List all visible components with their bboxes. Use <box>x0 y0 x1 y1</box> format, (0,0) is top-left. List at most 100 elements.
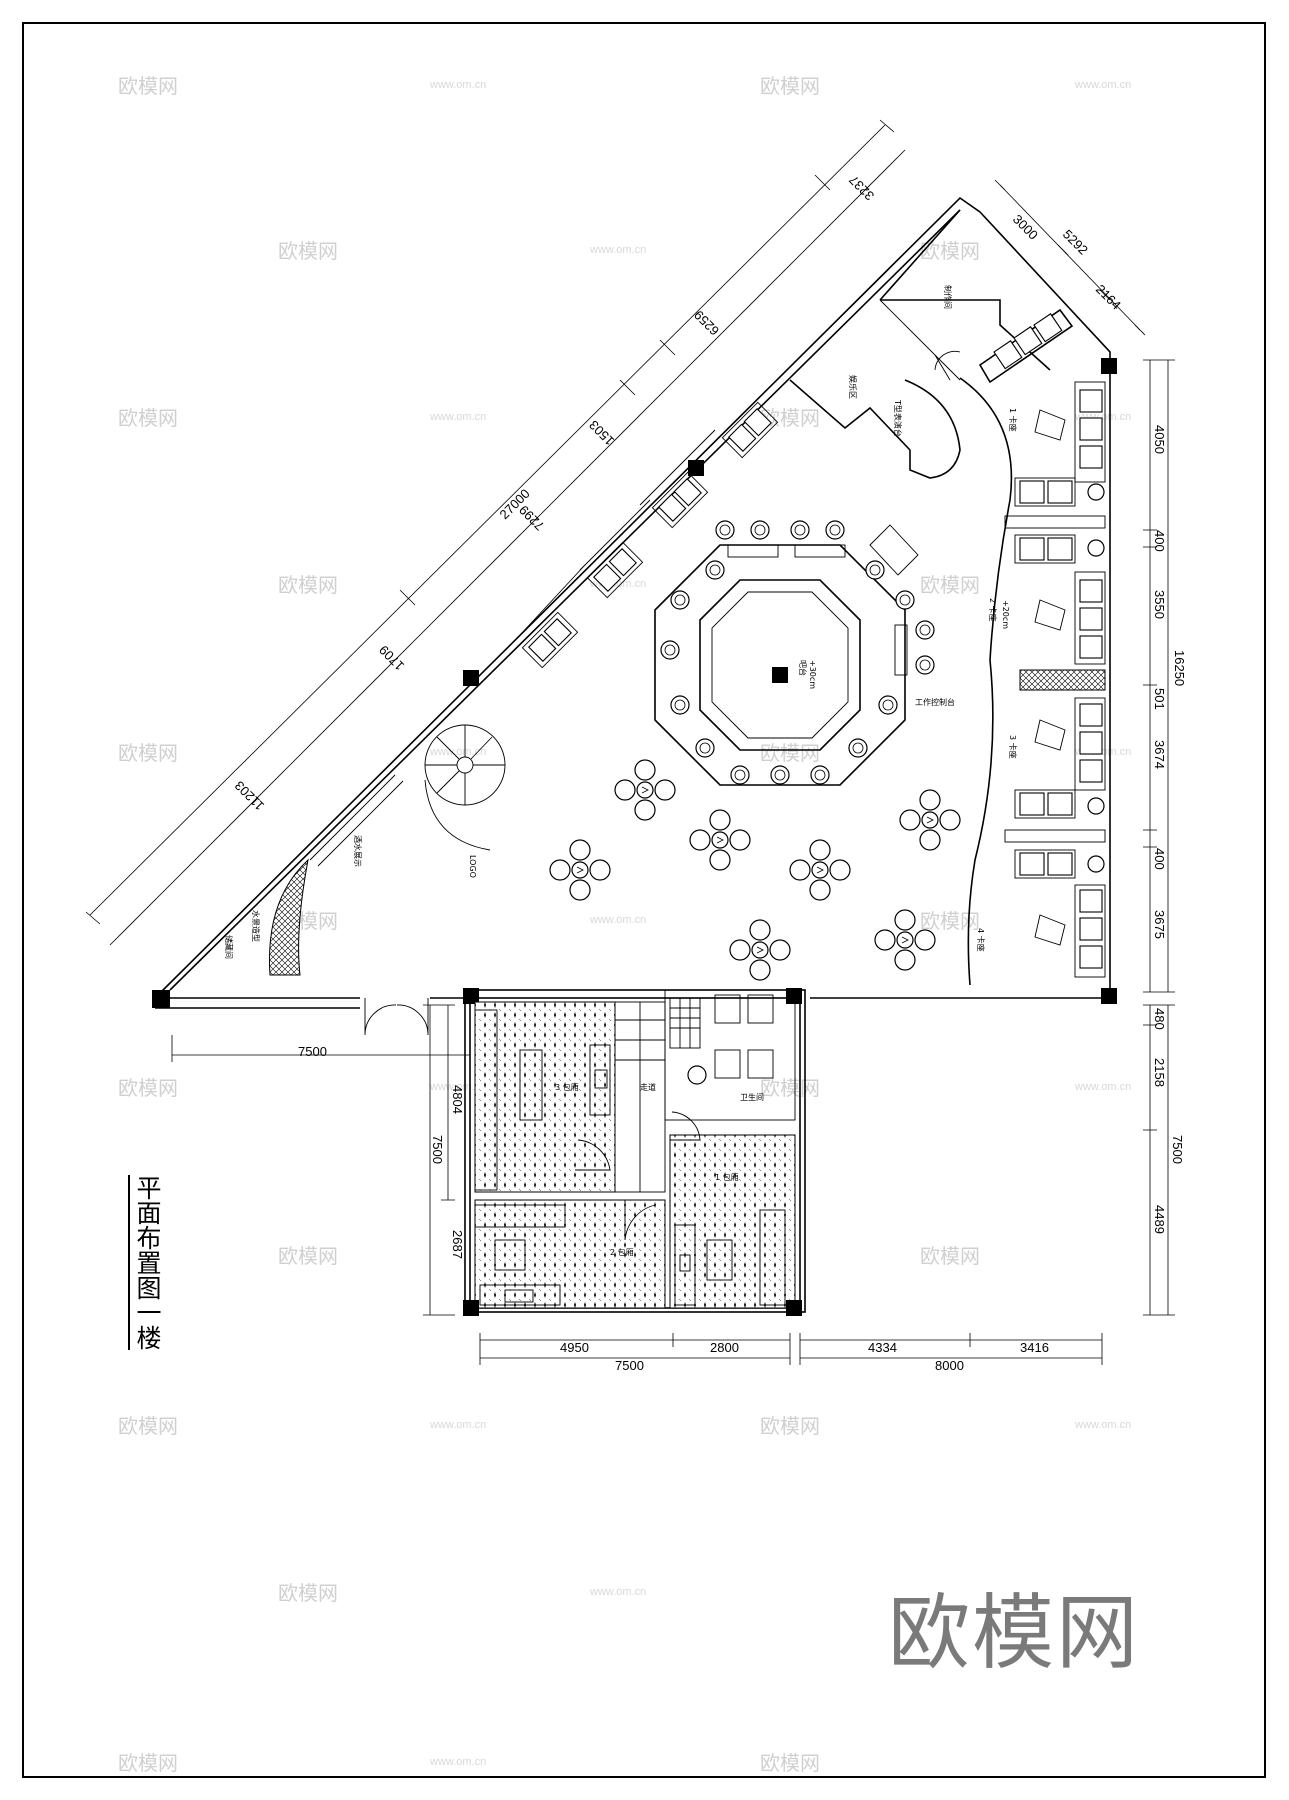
dim-bottom-left-total: 7500 <box>615 1358 644 1373</box>
dim-right-low-3: 4489 <box>1152 1205 1167 1234</box>
booth-3: 3 卡座 <box>1008 697 1106 819</box>
dim-bottom-right-total: 8000 <box>935 1358 964 1373</box>
sofa-top <box>978 308 1074 384</box>
dim-right-7: 3675 <box>1152 910 1167 939</box>
svg-text:欧模网: 欧模网 <box>760 1076 820 1100</box>
workstation-label: 工作控制台 <box>915 697 955 707</box>
dim-right-3: 3550 <box>1152 590 1167 619</box>
water-feature-label: 水景造型 <box>251 910 261 942</box>
dimension-lines <box>85 119 1175 1365</box>
bar-display-shelf <box>309 774 404 867</box>
dim-left-low-1: 4804 <box>450 1085 465 1114</box>
dim-left-low-total: 7500 <box>430 1135 445 1164</box>
booth-divider-hatched <box>1019 669 1106 691</box>
dim-right-6: 400 <box>1152 848 1167 870</box>
booth-2: 2 卡座 +20cm <box>988 534 1106 665</box>
watermarks: 欧模网 www.om.cn 欧模网 www.om.cn 欧模网 www.om.cn 欧模网… <box>118 74 1131 1775</box>
dim-diag-a: 3237 <box>846 172 877 203</box>
dim-right-5: 3674 <box>1152 740 1167 769</box>
svg-text:www.om.cn: www.om.cn <box>589 244 646 256</box>
svg-text:欧模网: 欧模网 <box>118 406 178 430</box>
svg-text:www.om.cn: www.om.cn <box>429 411 486 423</box>
dim-top-c: 2164 <box>1093 282 1124 313</box>
booth-4: 4 卡座 <box>976 849 1106 978</box>
booth-2-label: 2 卡座 <box>988 598 998 622</box>
booth-level-label: +20cm <box>1001 600 1010 629</box>
dim-diag-f: 11203 <box>232 778 267 813</box>
dim-right-low-total: 7500 <box>1170 1135 1185 1164</box>
dim-left-low-2: 2687 <box>450 1230 465 1259</box>
svg-text:欧模网: 欧模网 <box>118 1414 178 1438</box>
svg-text:欧模网: 欧模网 <box>760 741 820 765</box>
dim-right-low-2: 2158 <box>1152 1058 1167 1087</box>
svg-text:欧模网: 欧模网 <box>278 573 338 597</box>
dim-right-1: 4050 <box>1152 425 1167 454</box>
restroom-label: 卫生间 <box>740 1092 764 1102</box>
svg-text:欧模网: 欧模网 <box>760 406 820 430</box>
booth-boundary <box>959 377 1013 986</box>
svg-text:欧模网: 欧模网 <box>278 1244 338 1268</box>
entertainment-label: 娱乐区 <box>848 375 858 399</box>
svg-text:欧模网: 欧模网 <box>118 741 178 765</box>
room-2-label: 2 包厢 <box>610 1247 634 1257</box>
booth-3-label: 3 卡座 <box>1008 735 1018 759</box>
dim-diag-e: 1709 <box>376 642 407 673</box>
dim-right-2: 400 <box>1152 530 1167 552</box>
bar-level-label: +30cm <box>808 660 817 689</box>
dim-diag-b: 6259 <box>691 307 722 338</box>
drawing-title: 平面布置图一楼 <box>128 1175 166 1350</box>
booths: 1 卡座 2 卡座 +20cm 3 卡座 <box>976 381 1106 978</box>
spiral-stair <box>424 724 506 851</box>
drawing-frame <box>22 22 1266 1778</box>
lower-rooms: 走道 3 包厢 2 包厢 1 包厢 卫生间 <box>463 989 806 1316</box>
svg-text:欧模网: 欧模网 <box>920 239 980 263</box>
kitchen-area: 制作间 <box>879 209 1074 384</box>
svg-text:www.om.cn: www.om.cn <box>589 914 646 926</box>
dim-bottom-left-2: 2800 <box>710 1340 739 1355</box>
stage-label: T型表演台 <box>893 399 903 437</box>
dim-diag-c: 1503 <box>586 417 617 448</box>
svg-text:www.om.cn: www.om.cn <box>589 1586 646 1598</box>
room-3-label: 3 包厢 <box>555 1082 579 1092</box>
dim-right-total: 16250 <box>1172 650 1187 686</box>
lounge-tables <box>549 759 961 981</box>
octagonal-bar: 吧台 +30cm 工作控制台 <box>654 520 955 786</box>
svg-text:欧模网: 欧模网 <box>278 239 338 263</box>
svg-text:欧模网: 欧模网 <box>118 1751 178 1775</box>
svg-text:欧模网: 欧模网 <box>760 1414 820 1438</box>
storage-label: 储藏间 <box>224 935 234 959</box>
dim-right-low-1: 480 <box>1152 1008 1167 1030</box>
corridor-label: 走道 <box>640 1082 656 1092</box>
svg-text:www.om.cn: www.om.cn <box>1074 1419 1131 1431</box>
booth-1: 1 卡座 <box>1008 381 1106 507</box>
dim-top-b: 5292 <box>1060 227 1091 258</box>
svg-text:www.om.cn: www.om.cn <box>429 1081 486 1093</box>
dim-right-4: 501 <box>1152 688 1167 710</box>
booth-4-label: 4 卡座 <box>976 928 986 952</box>
svg-text:欧模网: 欧模网 <box>760 1751 820 1775</box>
dim-top-a: 3000 <box>1010 212 1041 243</box>
booth-divider-2 <box>1004 829 1106 843</box>
svg-text:欧模网: 欧模网 <box>920 909 980 933</box>
bar-stools <box>660 520 935 785</box>
outer-walls <box>152 196 1117 1009</box>
booth-1-label: 1 卡座 <box>1008 408 1018 432</box>
dim-entry: 7500 <box>298 1044 327 1059</box>
svg-text:欧模网: 欧模网 <box>118 1076 178 1100</box>
svg-text:欧模网: 欧模网 <box>118 74 178 98</box>
svg-text:www.om.cn: www.om.cn <box>429 1419 486 1431</box>
dim-bottom-right-2: 3416 <box>1020 1340 1049 1355</box>
dim-bottom-left-1: 4950 <box>560 1340 589 1355</box>
svg-text:欧模网: 欧模网 <box>278 1581 338 1605</box>
svg-text:www.om.cn: www.om.cn <box>1074 79 1131 91</box>
bar-label: 吧台 <box>798 660 808 676</box>
entry-door <box>364 998 429 1036</box>
svg-text:欧模网: 欧模网 <box>760 74 820 98</box>
logo-wall-label: LOGO <box>468 855 477 878</box>
svg-text:www.om.cn: www.om.cn <box>429 1756 486 1768</box>
svg-text:欧模网: 欧模网 <box>920 573 980 597</box>
booth-divider-1 <box>1004 515 1106 529</box>
dim-bottom-right-1: 4334 <box>868 1340 897 1355</box>
